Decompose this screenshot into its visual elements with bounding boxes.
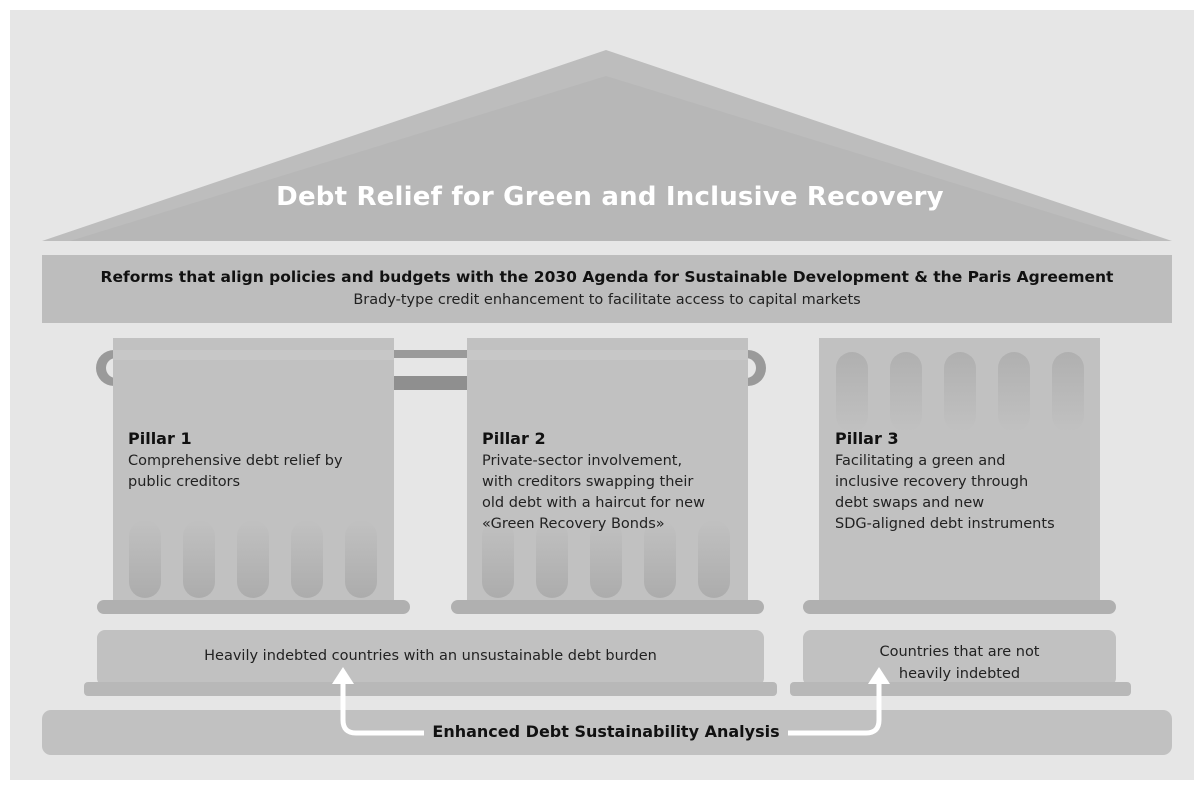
- beam-subtitle: Brady-type credit enhancement to facilit…: [353, 292, 861, 308]
- pillar-1-description: Comprehensive debt relief by public cred…: [128, 451, 392, 493]
- pillar-3-line: debt swaps and new: [835, 495, 985, 511]
- base-right-line: heavily indebted: [898, 666, 1021, 682]
- pillar-2-description: Private-sector involvement, with credito…: [482, 451, 746, 535]
- pillar-1-text: Pillar 1 Comprehensive debt relief by pu…: [128, 429, 392, 493]
- pillar-3-line: Facilitating a green and: [835, 453, 1006, 469]
- pillar-2-cap: [467, 350, 748, 360]
- pillar-2-line: old debt with a haircut for new: [482, 495, 705, 511]
- pillar-3-description: Facilitating a green and inclusive recov…: [835, 451, 1099, 535]
- pillar-3-line: SDG-aligned debt instruments: [835, 516, 1055, 532]
- pillar-1-cap: [113, 350, 394, 360]
- pillar-2-text: Pillar 2 Private-sector involvement, wit…: [482, 429, 746, 535]
- arrow-right-head-icon: [868, 667, 890, 684]
- pillar-3-heading: Pillar 3: [835, 429, 899, 448]
- beam: [42, 255, 1172, 323]
- base-left: [84, 630, 777, 696]
- arrow-left-head-icon: [332, 667, 354, 684]
- pillar-3-text: Pillar 3 Facilitating a green and inclus…: [835, 429, 1099, 535]
- base-left-label: Heavily indebted countries with an unsus…: [204, 648, 657, 664]
- arrow-right-icon: [788, 683, 882, 736]
- beam-title: Reforms that align policies and budgets …: [100, 268, 1114, 286]
- pillar-1-column: [97, 338, 410, 614]
- pillar-1-heading: Pillar 1: [128, 429, 192, 448]
- pillar-2-line: Private-sector involvement,: [482, 453, 683, 469]
- pillar-2-heading: Pillar 2: [482, 429, 546, 448]
- base-right-line: Countries that are not: [879, 644, 1040, 660]
- diagram-title: Debt Relief for Green and Inclusive Reco…: [276, 182, 944, 212]
- foundation-label: Enhanced Debt Sustainability Analysis: [432, 722, 780, 741]
- pillar-1-line: Comprehensive debt relief by: [128, 453, 343, 469]
- pillar-2-line: «Green Recovery Bonds»: [482, 516, 665, 532]
- pillar-2-line: with creditors swapping their: [482, 474, 694, 490]
- roof-inner: [70, 76, 1142, 241]
- pillar-1-line: public creditors: [128, 474, 241, 490]
- base-right-label: Countries that are not heavily indebted: [803, 641, 1116, 685]
- pillar-3-column: [803, 338, 1116, 614]
- foundation-band: [42, 710, 1172, 755]
- arrow-left-icon: [340, 683, 424, 736]
- pillar-3-line: inclusive recovery through: [835, 474, 1029, 490]
- pillar-2-column: [451, 338, 764, 614]
